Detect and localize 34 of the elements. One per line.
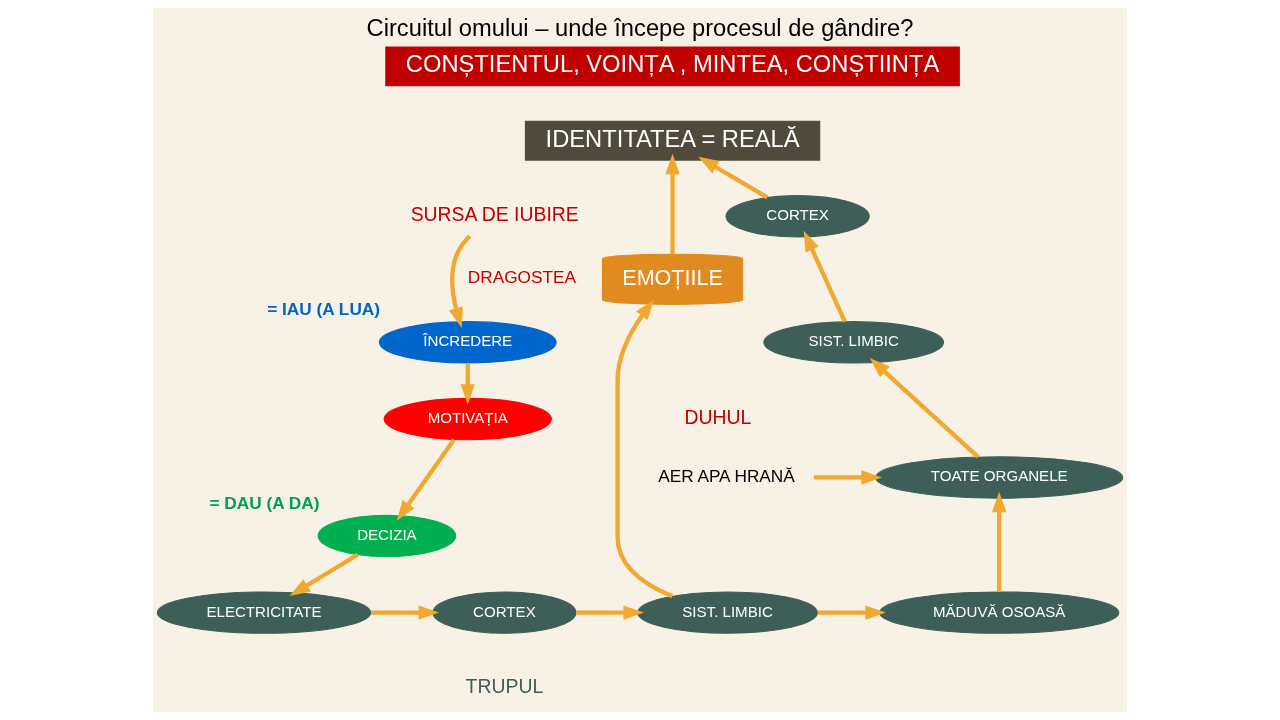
edge-label: DRAGOSTEA	[467, 267, 576, 288]
arrow	[698, 156, 769, 200]
node-box: IDENTITATEA = REALĂ	[524, 120, 821, 161]
node-text: SURSA DE IUBIRE	[410, 203, 579, 226]
node-ellipse: SIST. LIMBIC	[637, 591, 818, 634]
arrow	[869, 358, 980, 459]
arrow	[289, 552, 359, 597]
node-ellipse: ÎNCREDERE	[378, 321, 557, 364]
arrow	[817, 605, 886, 620]
node-ellipse: ELECTRICITATE	[156, 591, 372, 634]
arrow	[371, 605, 440, 620]
node-ellipse: CORTEX	[432, 591, 577, 634]
node-label: = DAU (A DA)	[209, 492, 320, 513]
node-ellipse: SIST. LIMBIC	[763, 321, 945, 364]
arrow	[576, 605, 644, 620]
node-label: = IAU (A LUA)	[267, 299, 381, 320]
node-box: CONȘTIENTUL, VOINȚA , MINTEA, CONȘTIINȚA	[385, 46, 960, 87]
arrow	[449, 234, 472, 329]
node-ellipse: TOATE ORGANELE	[875, 456, 1124, 499]
node-ellipse: MOTIVAȚIA	[383, 397, 552, 441]
arrow	[803, 230, 847, 323]
node-text: AER APA HRANĂ	[658, 465, 795, 486]
node-ellipse: CORTEX	[725, 195, 870, 238]
arrow	[992, 491, 1007, 592]
label: TRUPUL	[465, 674, 544, 697]
label: DUHUL	[684, 405, 752, 428]
arrow	[813, 470, 882, 485]
arrow	[665, 153, 680, 255]
node-ellipse: MĂDUVĂ OSOASĂ	[878, 591, 1120, 634]
node-ellipse: DECIZIA	[317, 514, 457, 558]
arrow	[396, 438, 456, 521]
diagram-title: Circuitul omului – unde începe procesul de gândire?	[366, 14, 914, 41]
arrow	[615, 299, 674, 599]
arrow	[460, 363, 475, 405]
